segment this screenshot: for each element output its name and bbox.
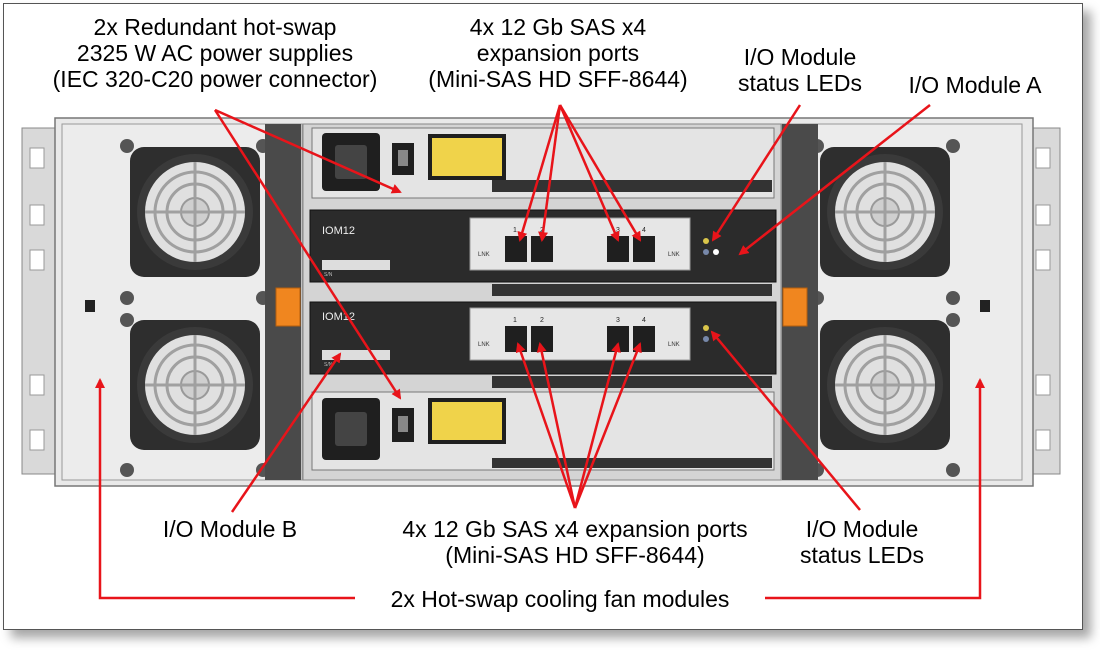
iom-b-port-num-3: 3 bbox=[616, 317, 620, 324]
arrow-port-b1 bbox=[515, 342, 577, 509]
fan-right-bottom bbox=[820, 320, 950, 450]
callout-status-top-line2: status LEDs bbox=[738, 70, 862, 96]
latch-right[interactable] bbox=[782, 287, 808, 327]
arrow-psu-bottom bbox=[213, 109, 402, 400]
iom-a-lnk-2: LNK bbox=[668, 252, 680, 258]
callout-ports-bottom: 4x 12 Gb SAS x4 expansion ports (Mini-SA… bbox=[370, 516, 780, 568]
iom-b-sn: S/N bbox=[324, 362, 333, 368]
arrow-port-b2 bbox=[536, 342, 577, 509]
callout-ports-bottom-line1: 4x 12 Gb SAS x4 expansion ports bbox=[402, 516, 748, 542]
iom-b-lnk-1: LNK bbox=[478, 342, 490, 348]
iom-a-port-4[interactable] bbox=[633, 236, 655, 262]
iom-a-port-num-4: 4 bbox=[642, 227, 646, 234]
callout-psu-line1: 2x Redundant hot-swap bbox=[93, 14, 337, 40]
psu-top-handle[interactable] bbox=[492, 180, 772, 192]
callout-ports-top-line2: expansion ports bbox=[476, 40, 640, 66]
callout-ports-bottom-line2: (Mini-SAS HD SFF-8644) bbox=[445, 542, 705, 568]
callout-status-bottom: I/O Module status LEDs bbox=[782, 516, 942, 568]
iom-a-handle[interactable] bbox=[492, 284, 772, 296]
psu-bottom bbox=[311, 391, 775, 471]
iom-b-port-2[interactable] bbox=[531, 326, 553, 352]
iom-b-led-2 bbox=[703, 336, 709, 342]
callout-psu-line3: (IEC 320-C20 power connector) bbox=[52, 66, 378, 92]
iom-a-port-num-1: 1 bbox=[513, 227, 517, 234]
iom-a-port-num-2: 2 bbox=[540, 227, 544, 234]
arrow-module-a bbox=[738, 104, 931, 256]
iom-b-port-4[interactable] bbox=[633, 326, 655, 352]
fan-left-bottom bbox=[130, 320, 260, 450]
iom-a-lnk-1: LNK bbox=[478, 252, 490, 258]
callout-ports-top-line1: 4x 12 Gb SAS x4 bbox=[469, 14, 647, 40]
iom-b-port-num-4: 4 bbox=[642, 317, 646, 324]
arrow-module-b bbox=[230, 352, 342, 513]
arrow-fan-left bbox=[95, 378, 355, 600]
callout-fans: 2x Hot-swap cooling fan modules bbox=[355, 586, 765, 612]
iom-a-port-num-3: 3 bbox=[616, 227, 620, 234]
iom-a-port-2[interactable] bbox=[531, 236, 553, 262]
arrow-port-a1 bbox=[517, 104, 562, 242]
iom-b-led-1 bbox=[703, 325, 709, 331]
iom-b-port-num-2: 2 bbox=[540, 317, 544, 324]
fan-right-top bbox=[820, 147, 950, 277]
iom-a-port-1[interactable] bbox=[505, 236, 527, 262]
callout-ports-top: 4x 12 Gb SAS x4 expansion ports (Mini-SA… bbox=[403, 14, 713, 92]
callout-psu: 2x Redundant hot-swap 2325 W AC power su… bbox=[18, 14, 412, 92]
callout-module-b: I/O Module B bbox=[140, 516, 320, 542]
iom-b-port-num-1: 1 bbox=[513, 317, 517, 324]
callout-status-top: I/O Module status LEDs bbox=[720, 44, 880, 96]
arrow-port-a4 bbox=[558, 104, 642, 242]
callout-status-bottom-line1: I/O Module bbox=[805, 516, 919, 542]
arrow-fan-right bbox=[765, 378, 985, 600]
iom-a-port-3[interactable] bbox=[607, 236, 629, 262]
callout-arrows bbox=[95, 104, 985, 600]
arrow-port-a3 bbox=[558, 104, 620, 242]
arrow-status-a bbox=[711, 104, 802, 242]
psu-bottom-handle[interactable] bbox=[492, 458, 772, 468]
arrow-port-b4 bbox=[573, 342, 642, 509]
callout-fans-text: 2x Hot-swap cooling fan modules bbox=[390, 586, 730, 612]
callout-status-bottom-line2: status LEDs bbox=[800, 542, 924, 568]
arrow-status-b bbox=[710, 330, 861, 511]
iom-a-led-1 bbox=[703, 238, 709, 244]
callout-ports-top-line3: (Mini-SAS HD SFF-8644) bbox=[428, 66, 688, 92]
iom-b-port-1[interactable] bbox=[505, 326, 527, 352]
fan-module-right bbox=[781, 123, 1023, 481]
fan-left-top bbox=[130, 147, 260, 277]
iom-a-sn: S/N bbox=[324, 272, 333, 278]
callout-module-a: I/O Module A bbox=[890, 72, 1060, 98]
iom-a-led-2 bbox=[703, 249, 709, 255]
callout-module-a-text: I/O Module A bbox=[908, 72, 1042, 98]
iom-b-handle[interactable] bbox=[492, 376, 772, 388]
callout-status-top-line1: I/O Module bbox=[743, 44, 857, 70]
callout-psu-line2: 2325 W AC power supplies bbox=[76, 40, 354, 66]
arrow-port-a2 bbox=[538, 104, 562, 242]
arrow-port-b3 bbox=[573, 342, 621, 509]
iom-a-led-3 bbox=[713, 249, 719, 255]
iom-a-name: IOM12 bbox=[322, 225, 355, 237]
latch-left[interactable] bbox=[275, 287, 301, 327]
arrow-psu-top bbox=[214, 108, 402, 194]
io-module-a: IOM12 S/N 1 2 3 4 LNK LNK bbox=[309, 209, 777, 296]
iom-b-lnk-2: LNK bbox=[668, 342, 680, 348]
callout-module-b-text: I/O Module B bbox=[162, 516, 298, 542]
